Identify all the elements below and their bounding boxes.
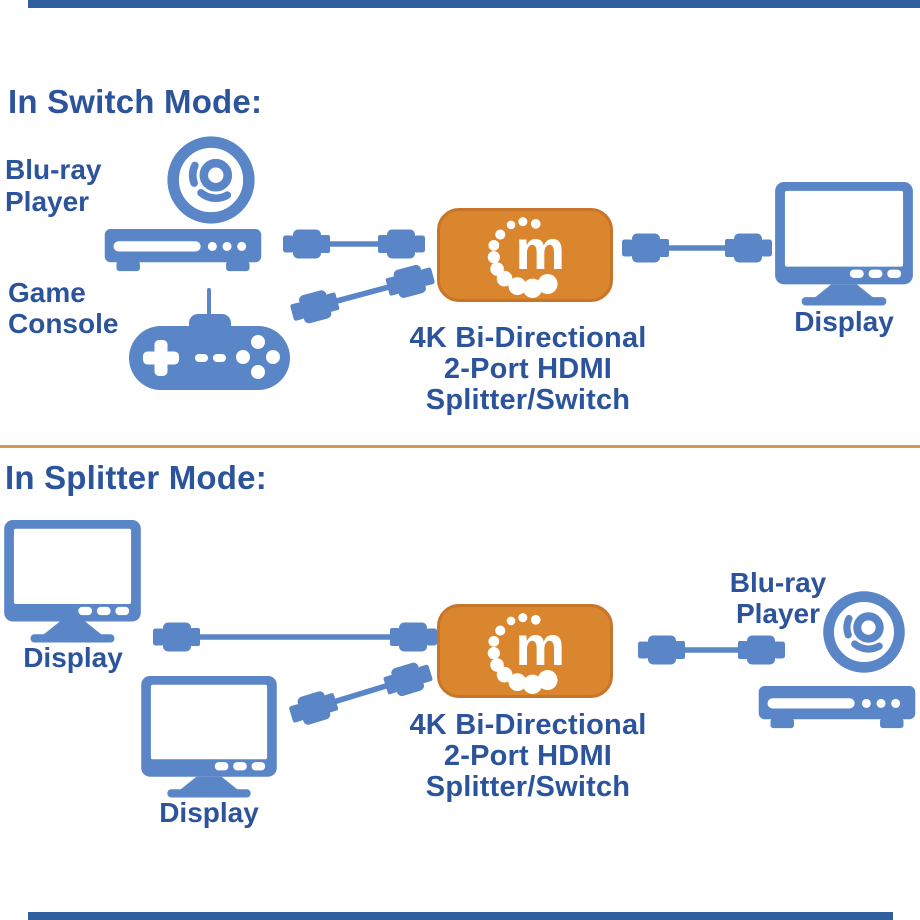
blu-ray-disc-icon <box>821 589 907 675</box>
bottom-edge-bar <box>28 912 893 920</box>
switch-mode-heading: In Switch Mode: <box>8 83 263 120</box>
manhattan-m-logo <box>487 613 566 694</box>
blu-ray-player-label: Blu-ray Player <box>5 154 102 217</box>
blu-ray-player-label: Blu-ray Player <box>729 567 827 629</box>
display-label: Display <box>159 797 259 828</box>
hdmi-cable-icon <box>286 658 435 729</box>
hdmi-cable-icon <box>622 233 772 263</box>
display-monitor-icon <box>4 520 141 643</box>
hdmi-cable-icon <box>288 261 437 328</box>
splitter-switch-box <box>437 208 613 302</box>
manhattan-m-logo <box>487 217 566 298</box>
disc-player-icon <box>758 686 916 729</box>
disc-player-icon <box>104 229 262 272</box>
game-controller-icon <box>129 288 290 390</box>
device-caption: 4K Bi-Directional 2-Port HDMI Splitter/S… <box>409 709 647 803</box>
blu-ray-disc-icon <box>165 134 257 226</box>
display-label: Display <box>794 306 894 337</box>
game-console-label: Game Console <box>8 277 119 339</box>
device-caption: 4K Bi-Directional 2-Port HDMI Splitter/S… <box>409 322 647 416</box>
hdmi-cable-icon <box>283 229 425 259</box>
display-label: Display <box>23 642 123 673</box>
display-monitor-icon <box>775 182 913 306</box>
display-monitor-icon <box>141 676 277 798</box>
top-edge-bar <box>28 0 920 8</box>
section-divider <box>0 445 920 448</box>
splitter-mode-heading: In Splitter Mode: <box>5 459 267 496</box>
hdmi-cable-icon <box>153 622 437 652</box>
splitter-switch-box <box>437 604 613 698</box>
hdmi-cable-icon <box>638 635 785 665</box>
